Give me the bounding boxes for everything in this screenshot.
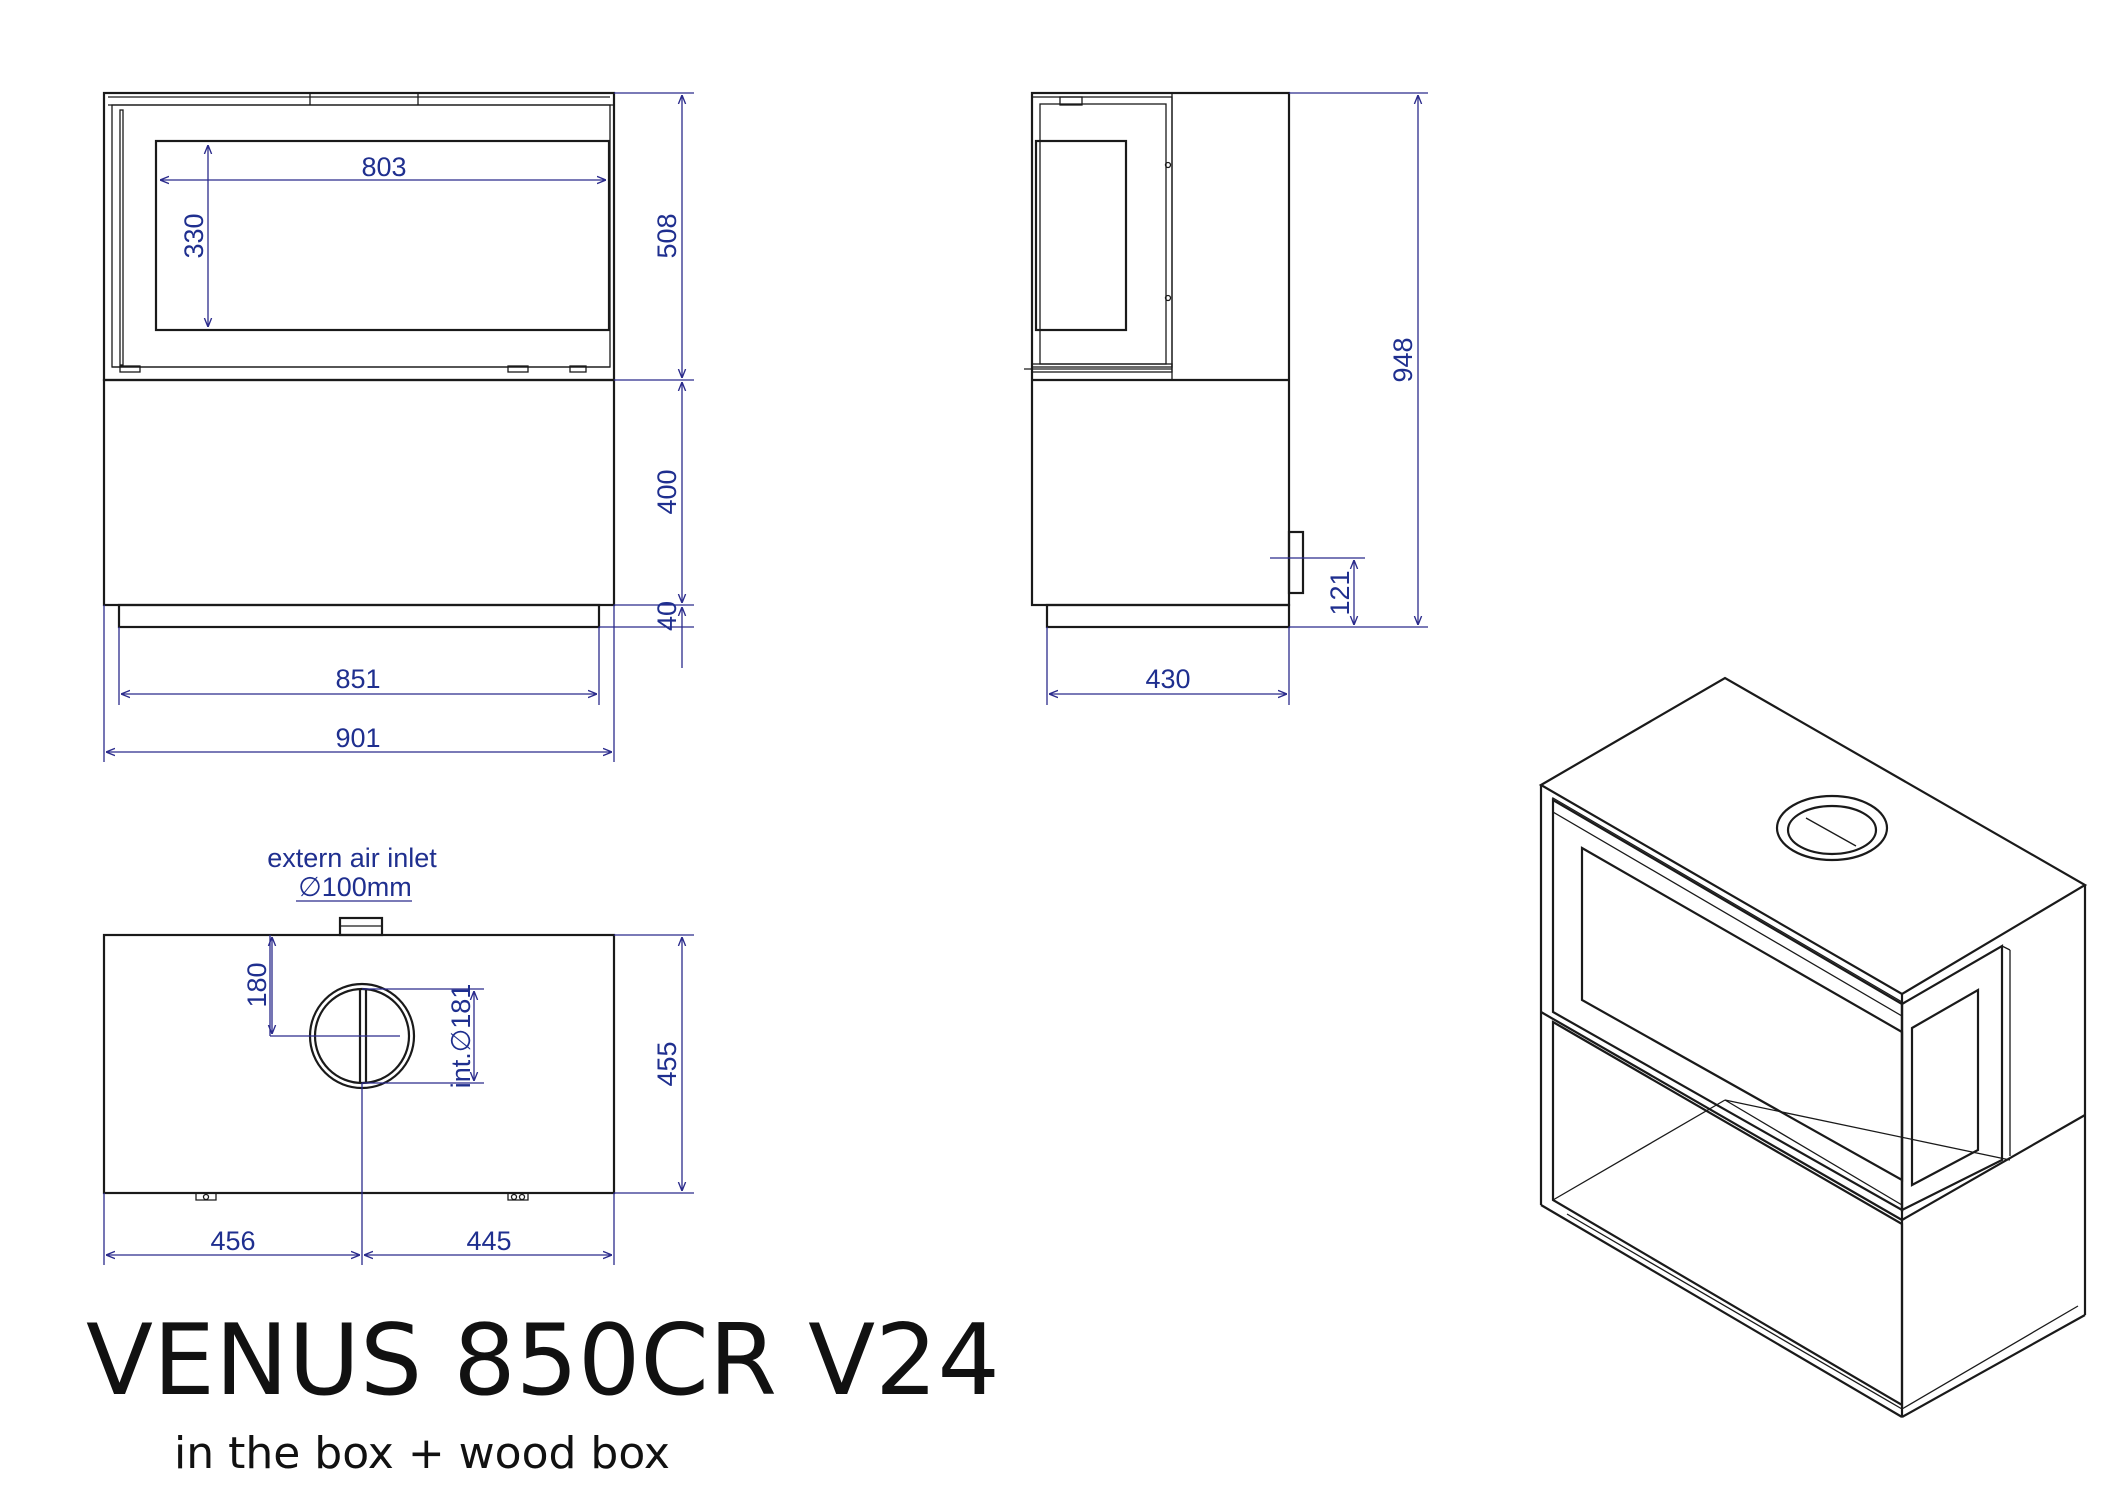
dim-flue-diameter: int.∅181	[446, 984, 476, 1089]
dim-side-depth: 430	[1145, 664, 1190, 694]
iso-side-edge	[2001, 945, 2011, 951]
iso-flue-damper	[1805, 817, 1857, 847]
side-view: 948 121 430	[1024, 91, 1428, 705]
dim-air-inlet-height: 121	[1325, 570, 1355, 615]
dim-glass-height: 330	[179, 213, 209, 258]
dim-plinth-height: 40	[652, 601, 682, 631]
iso-box-split-front	[1540, 1011, 1903, 1221]
iso-box-split-side	[1901, 1114, 2086, 1221]
dim-left-width: 456	[210, 1226, 255, 1256]
side-door-frame	[1031, 96, 1173, 368]
side-bottom-rail	[1031, 363, 1173, 373]
iso-wood-box-opening	[1551, 1020, 1904, 1407]
product-subtitle: in the box + wood box	[174, 1428, 670, 1479]
iso-plinth-line	[1901, 1305, 2079, 1410]
iso-bottom-front-edge	[1540, 1204, 1903, 1418]
dim-top-depth: 455	[652, 1041, 682, 1086]
iso-plinth-line	[1566, 1213, 1903, 1410]
dim-glass-width: 803	[361, 152, 406, 182]
isometric-view	[1538, 676, 2088, 1418]
side-body	[1030, 91, 1291, 607]
side-air-inlet	[1287, 530, 1305, 595]
dim-right-width: 445	[466, 1226, 511, 1256]
top-foot-bolt	[510, 1193, 518, 1201]
side-inner-frame	[1039, 103, 1167, 365]
dim-plinth-width: 851	[335, 664, 380, 694]
iso-side-glass	[1910, 988, 1980, 1187]
air-inlet-note-line1: extern air inlet	[267, 843, 437, 873]
top-view: extern air inlet ∅100mm 180 int.∅181 455…	[102, 843, 694, 1265]
front-plinth	[117, 603, 601, 629]
front-view: 803 330 508 400 40 851 901	[102, 91, 694, 762]
iso-wood-box-back	[1552, 1099, 1726, 1201]
iso-wood-box-shelf	[1724, 1099, 2011, 1161]
dim-upper-height: 508	[652, 213, 682, 258]
iso-flue-inner	[1786, 804, 1878, 856]
door-hinge	[119, 109, 124, 366]
iso-flue-outer	[1775, 794, 1889, 862]
iso-side-door-frame	[1900, 944, 2004, 1212]
dim-box-height: 400	[652, 469, 682, 514]
door-handle	[569, 365, 587, 373]
door-handle	[119, 365, 141, 373]
front-box	[102, 378, 616, 607]
side-bolt	[1164, 294, 1172, 302]
product-title: VENUS 850CR V24	[86, 1304, 1000, 1418]
top-foot-bolt	[202, 1193, 210, 1201]
side-latch	[1059, 96, 1083, 106]
side-plinth	[1045, 603, 1291, 629]
side-glass	[1034, 139, 1128, 332]
top-foot-bracket	[507, 1193, 529, 1201]
dim-total-height: 948	[1388, 337, 1418, 382]
top-foot-bolt	[518, 1193, 526, 1201]
air-inlet-note-line2: ∅100mm	[298, 872, 412, 902]
door-handle	[507, 365, 529, 373]
side-bolt	[1164, 161, 1172, 169]
dim-total-width: 901	[335, 723, 380, 753]
dim-flue-offset: 180	[242, 962, 272, 1007]
iso-bottom-right-edge	[1901, 1314, 2086, 1418]
front-glass	[154, 139, 611, 332]
iso-wood-box-back	[1724, 1099, 1903, 1206]
